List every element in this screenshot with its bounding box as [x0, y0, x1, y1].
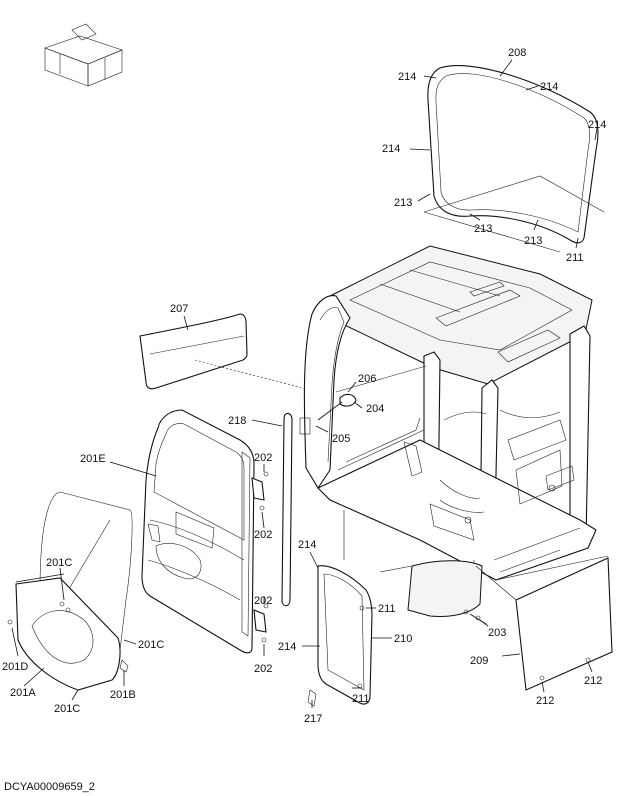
label-202: 202	[254, 663, 272, 675]
leader-lines	[11, 59, 598, 708]
label-214: 214	[540, 81, 558, 93]
label-213: 213	[394, 197, 412, 209]
hinge-upper	[251, 471, 269, 511]
label-201C: 201C	[46, 557, 72, 569]
label-207: 207	[170, 303, 188, 315]
label-211: 211	[566, 252, 584, 264]
label-208: 208	[508, 47, 526, 59]
label-214: 214	[398, 71, 416, 83]
rear-side-glass-210	[307, 565, 373, 707]
door-201E	[141, 409, 255, 654]
label-201B: 201B	[110, 689, 136, 701]
label-213: 213	[474, 223, 492, 235]
label-217: 217	[304, 713, 322, 725]
side-glass-207	[139, 313, 248, 390]
label-202: 202	[254, 529, 272, 541]
label-210: 210	[394, 633, 412, 645]
label-214: 214	[298, 539, 316, 551]
label-201A: 201A	[10, 687, 36, 699]
cab-frame	[299, 245, 597, 581]
label-203: 203	[488, 627, 506, 639]
label-202: 202	[254, 595, 272, 607]
label-201D: 201D	[2, 661, 28, 673]
rear-glass-209	[475, 555, 613, 691]
label-218: 218	[228, 415, 246, 427]
label-205: 205	[332, 433, 350, 445]
label-209: 209	[470, 655, 488, 667]
drawing-code: DCYA00009659_2	[4, 781, 95, 793]
label-201C: 201C	[54, 703, 80, 715]
panel-203	[379, 560, 483, 621]
door-lower-glass-201	[7, 491, 133, 691]
label-201C: 201C	[138, 639, 164, 651]
label-213: 213	[524, 235, 542, 247]
label-201E: 201E	[80, 453, 106, 465]
label-211: 211	[378, 603, 396, 615]
glass-sheet-outline	[423, 175, 605, 253]
label-214: 214	[588, 119, 606, 131]
weather-strip-218	[281, 412, 293, 607]
label-214: 214	[382, 143, 400, 155]
label-204: 204	[366, 403, 384, 415]
label-214: 214	[278, 641, 296, 653]
label-206: 206	[358, 373, 376, 385]
label-202: 202	[254, 452, 272, 464]
label-212: 212	[536, 695, 554, 707]
callout-labels: 208 214 214 214 214 213 213 213 211 207 …	[2, 47, 606, 793]
hinge-lower	[253, 603, 269, 643]
orientation-cube-icon	[44, 23, 123, 87]
upper-front-glass-208	[427, 65, 599, 244]
label-211: 211	[352, 693, 370, 705]
label-212: 212	[584, 675, 602, 687]
